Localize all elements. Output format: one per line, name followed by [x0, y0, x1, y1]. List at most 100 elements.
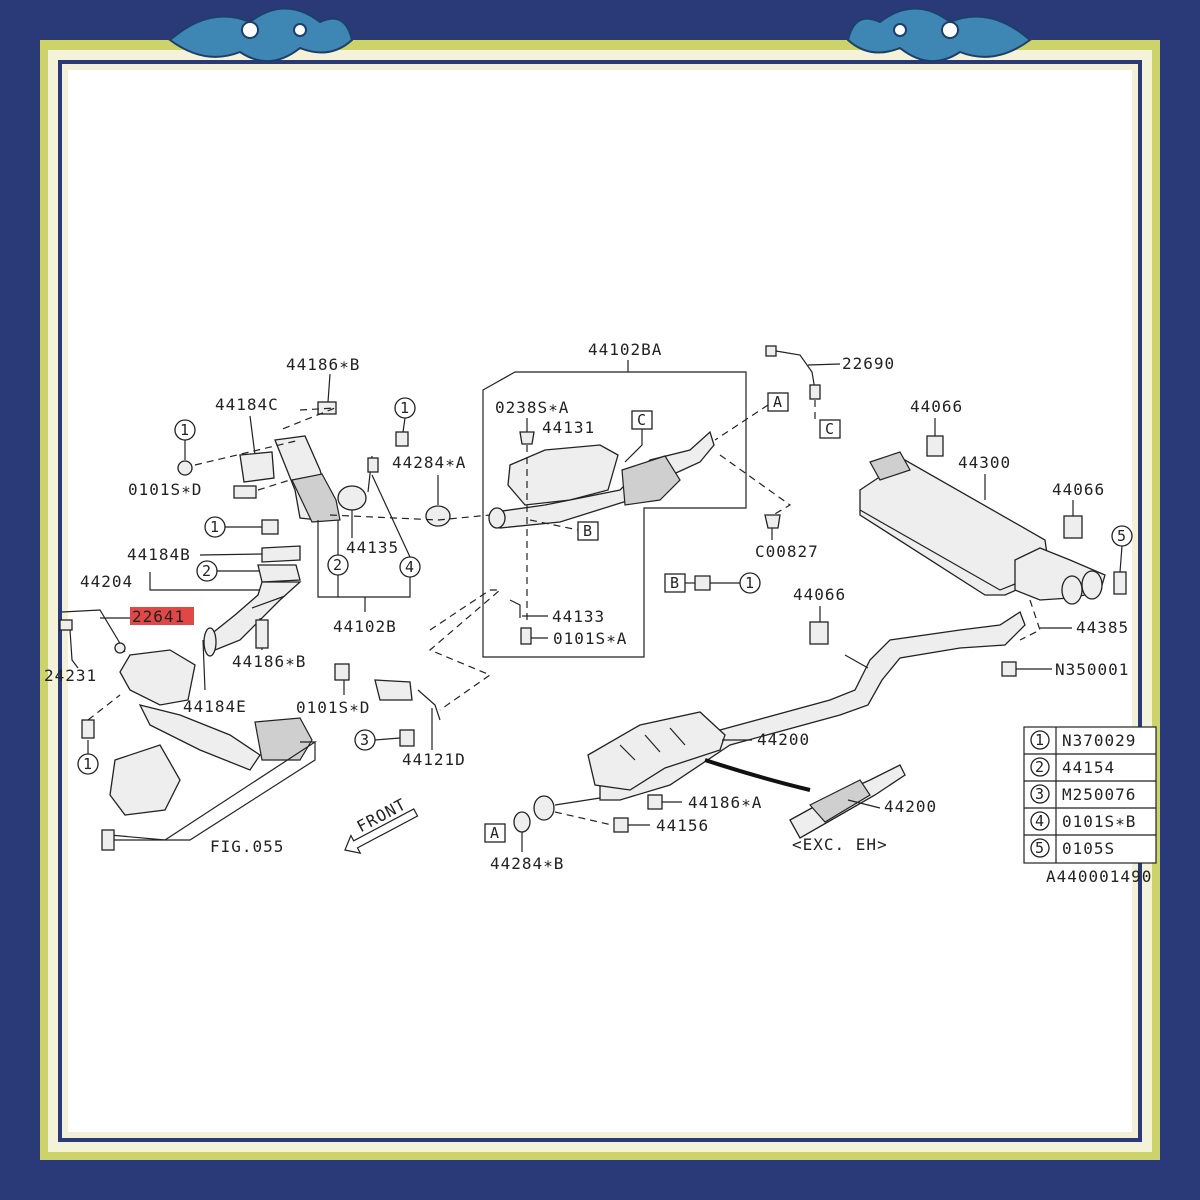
nut-3[interactable]: [399, 729, 415, 747]
catalytic-converter-front[interactable]: [291, 473, 341, 523]
nut-0238a[interactable]: [519, 431, 535, 445]
label-0101d-top: 0101S∗D: [128, 480, 202, 499]
legend-num-2: 2: [1035, 758, 1045, 776]
label-44066-top: 44066: [910, 397, 963, 416]
label-44066-mid: 44066: [793, 585, 846, 604]
label-44204: 44204: [80, 572, 133, 591]
nut-1-d[interactable]: [81, 719, 95, 739]
heat-shield-44131[interactable]: [507, 444, 619, 506]
assembly-outline-44102ba: [482, 371, 747, 658]
sensor-connector-22641[interactable]: [59, 619, 73, 631]
gasket-44184e[interactable]: [203, 627, 217, 657]
callout-3: 3: [360, 731, 370, 749]
rubber-hanger-44066-right[interactable]: [1063, 515, 1083, 539]
catalytic-converter-center[interactable]: [621, 455, 681, 506]
nut-n350001[interactable]: [1001, 661, 1017, 677]
gasket-44284b[interactable]: [513, 811, 531, 833]
oxygen-sensor-22641[interactable]: [114, 642, 126, 654]
heat-shield[interactable]: [109, 744, 181, 816]
legend-part-3: M250076: [1062, 785, 1136, 804]
label-44385: 44385: [1076, 618, 1129, 637]
callout-1-b: 1: [400, 399, 410, 417]
callout-1-c: 1: [210, 518, 220, 536]
front-pipe-44204[interactable]: [209, 581, 302, 651]
bolt-4[interactable]: [367, 457, 379, 473]
front-pipe-lower[interactable]: [138, 704, 261, 771]
label-44200-main: 44200: [757, 730, 810, 749]
label-44186a: 44186∗A: [688, 793, 762, 812]
callout-1-a: 1: [180, 421, 190, 439]
ref-c-a: C: [637, 411, 647, 429]
label-44284a: 44284∗A: [392, 453, 466, 472]
bolt-44186b-mid[interactable]: [255, 619, 269, 649]
gasket-rear[interactable]: [533, 795, 555, 821]
bolt-44156[interactable]: [613, 817, 629, 833]
label-44102b: 44102B: [333, 617, 397, 636]
legend-num-5: 5: [1035, 839, 1045, 857]
ref-a-a: A: [773, 393, 783, 411]
callout-1-e: 1: [745, 574, 755, 592]
label-44102ba: 44102BA: [588, 340, 662, 359]
legend-part-5: 0105S: [1062, 839, 1115, 858]
label-44133: 44133: [552, 607, 605, 626]
legend-num-4: 4: [1035, 812, 1045, 830]
gasket-44284a[interactable]: [425, 505, 451, 527]
legend-num-3: 3: [1035, 785, 1045, 803]
resonator-44200[interactable]: [587, 711, 726, 791]
bolt-44186a[interactable]: [647, 794, 663, 810]
legend-part-4: 0101S∗B: [1062, 812, 1136, 831]
label-44156: 44156: [656, 816, 709, 835]
label-44066-right: 44066: [1052, 480, 1105, 499]
nut-1-b[interactable]: [395, 431, 409, 447]
label-44184c: 44184C: [215, 395, 279, 414]
label-c00827: C00827: [755, 542, 819, 561]
label-diagram-id: A440001490: [1046, 867, 1152, 886]
label-front: FRONT: [354, 794, 410, 836]
rubber-hanger-44066-mid[interactable]: [809, 621, 829, 645]
parts-legend: 1 N370029 2 44154 3 M250076 4 0101S∗B 5 …: [1023, 726, 1157, 864]
label-n350001: N350001: [1055, 660, 1129, 679]
label-44186b-mid: 44186∗B: [232, 652, 306, 671]
ref-a-b: A: [490, 824, 500, 842]
label-exc-eh: <EXC. EH>: [792, 835, 888, 854]
nut-1-c[interactable]: [261, 519, 279, 535]
label-0101d-mid: 0101S∗D: [296, 698, 370, 717]
callout-1-d: 1: [83, 755, 93, 773]
nut-c00827[interactable]: [764, 514, 781, 529]
bolt-0101d-mid[interactable]: [334, 663, 350, 681]
legend-num-1: 1: [1035, 731, 1045, 749]
catalytic-converter-rear[interactable]: [254, 717, 313, 761]
bolt-0101d-top[interactable]: [233, 485, 257, 499]
gasket-44184b[interactable]: [261, 545, 301, 563]
nut-ref-b[interactable]: [694, 575, 711, 591]
highlight-22641: [130, 607, 194, 625]
gasket-44184c[interactable]: [239, 451, 275, 483]
bolt-0105s[interactable]: [1113, 571, 1127, 595]
label-0101a: 0101S∗A: [553, 629, 627, 648]
ornament-right-icon: [846, 7, 1032, 63]
callout-4: 4: [405, 558, 415, 576]
exhaust-manifold-flange[interactable]: [119, 649, 196, 706]
callout-2-b: 2: [202, 562, 212, 580]
label-44200-alt: 44200: [884, 797, 937, 816]
label-fig055: FIG.055: [210, 837, 284, 856]
label-0238a: 0238S∗A: [495, 398, 569, 417]
nut-1-a[interactable]: [177, 460, 193, 476]
bolt-0101a[interactable]: [520, 627, 532, 645]
rubber-hanger-44066-top[interactable]: [926, 435, 944, 457]
front-direction-arrow-icon: FRONT: [344, 794, 419, 855]
sensor-connector-22690[interactable]: [765, 345, 777, 357]
label-22690: 22690: [842, 354, 895, 373]
oxygen-sensor-22690[interactable]: [809, 384, 821, 400]
bolt-lower-left[interactable]: [101, 829, 115, 851]
callout-2-a: 2: [333, 556, 343, 574]
gasket-44135[interactable]: [337, 485, 367, 511]
center-pipe-44102ba[interactable]: [494, 430, 715, 529]
label-22641[interactable]: 22641: [132, 607, 185, 626]
ref-c-b: C: [825, 420, 835, 438]
bracket-44121d[interactable]: [374, 679, 413, 701]
ref-b-b: B: [670, 574, 680, 592]
label-44184e: 44184E: [183, 697, 247, 716]
